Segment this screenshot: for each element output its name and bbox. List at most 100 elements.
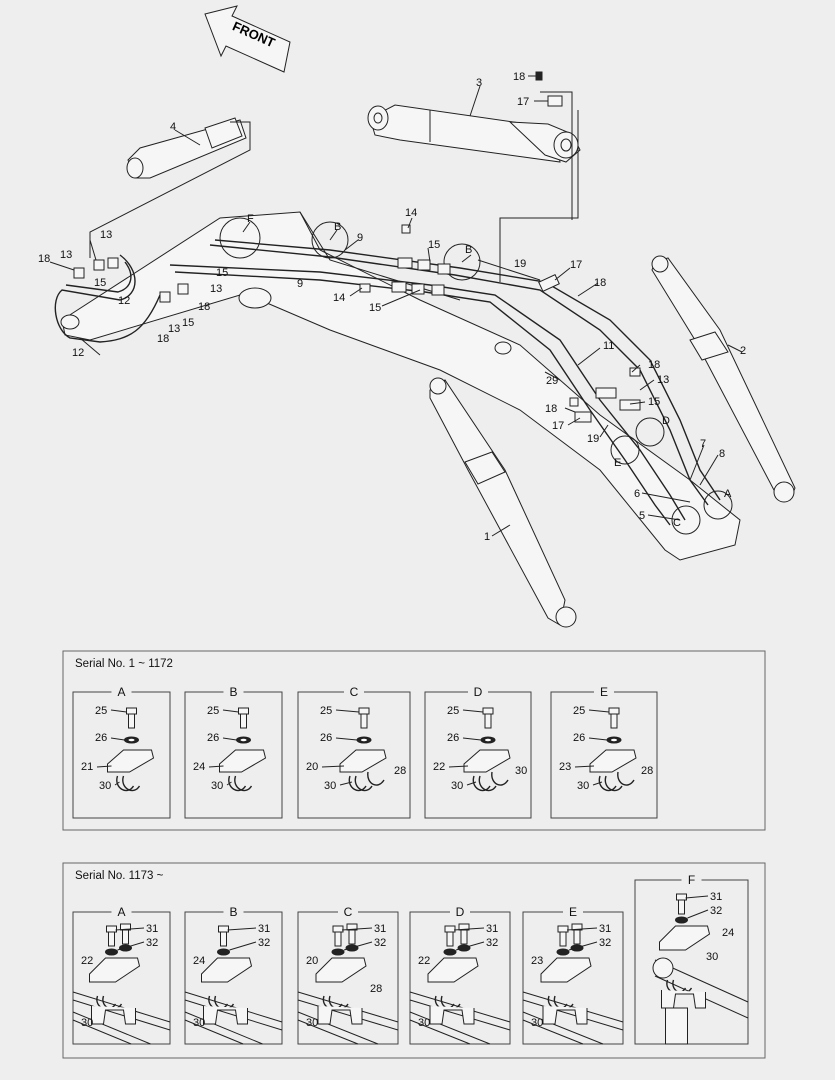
label-9a: 9: [357, 232, 363, 244]
label-E: E: [614, 457, 621, 469]
label-18f: 18: [648, 359, 660, 371]
detail-title: D: [456, 905, 465, 919]
label-bolt: 25: [447, 705, 459, 717]
label-15d: 15: [182, 317, 194, 329]
label-pipe: 30: [211, 780, 223, 792]
detail-title: B: [229, 685, 237, 699]
detail-title: C: [350, 685, 359, 699]
fittings: [73, 71, 641, 423]
label-bolt: 31: [146, 923, 158, 935]
detail-title: A: [117, 685, 125, 699]
label-bolt: 25: [573, 705, 585, 717]
label-washer: 26: [207, 732, 219, 744]
label-B2: B: [465, 244, 472, 256]
detail-title: F: [688, 873, 695, 887]
label-washer: 32: [710, 905, 722, 917]
label-3: 3: [476, 77, 482, 89]
detail-title: D: [474, 685, 483, 699]
label-29: 29: [546, 375, 558, 387]
label-4: 4: [170, 121, 176, 133]
label-pipe: 30: [451, 780, 463, 792]
label-extra: 30: [515, 765, 527, 777]
label-clamp: 20: [306, 761, 318, 773]
leader-lines: [49, 75, 743, 537]
label-18a: 18: [513, 71, 525, 83]
label-pipe: 30: [81, 1017, 93, 1029]
label-pipe: 30: [706, 951, 718, 963]
label-pipe: 30: [193, 1017, 205, 1029]
label-washer: 26: [95, 732, 107, 744]
label-washer: 26: [320, 732, 332, 744]
label-bolt: 31: [599, 923, 611, 935]
label-19a: 19: [514, 258, 526, 270]
detail-c-p1: C 25 26 20 30 28: [297, 685, 411, 819]
front-arrow: FRONT: [204, 5, 291, 73]
label-bolt: 25: [95, 705, 107, 717]
label-washer: 26: [447, 732, 459, 744]
label-clamp: 24: [193, 955, 205, 967]
label-13d: 13: [168, 323, 180, 335]
label-D: D: [662, 415, 670, 427]
detail-title: B: [229, 905, 237, 919]
label-clamp: 20: [306, 955, 318, 967]
label-bolt: 31: [374, 923, 386, 935]
label-13c: 13: [210, 283, 222, 295]
label-bolt: 25: [320, 705, 332, 717]
cylinder-1: [429, 377, 577, 628]
label-17a: 17: [517, 96, 529, 108]
label-13a: 13: [60, 249, 72, 261]
label-15a: 15: [428, 239, 440, 251]
label-clamp: 22: [418, 955, 430, 967]
label-15e: 15: [369, 302, 381, 314]
label-clamp: 23: [531, 955, 543, 967]
label-washer: 32: [374, 937, 386, 949]
cylinder-2: [651, 255, 796, 503]
label-14b: 14: [333, 292, 345, 304]
hose-lines: [169, 239, 721, 526]
label-17c: 17: [552, 420, 564, 432]
label-extra: 28: [641, 765, 653, 777]
detail-title: E: [569, 905, 577, 919]
label-18b: 18: [38, 253, 50, 265]
detail-circles: [219, 217, 733, 535]
label-washer: 32: [146, 937, 158, 949]
detail-title: C: [344, 905, 353, 919]
label-B1: B: [334, 221, 341, 233]
label-11: 11: [603, 340, 614, 352]
panel2-title: Serial No. 1173 ~: [75, 870, 164, 882]
label-2: 2: [740, 345, 746, 357]
label-F: F: [247, 213, 254, 225]
label-pipe: 30: [99, 780, 111, 792]
label-12a: 12: [118, 295, 130, 307]
label-clamp: 24: [193, 761, 205, 773]
label-pipe: 30: [418, 1017, 430, 1029]
label-15b: 15: [94, 277, 106, 289]
label-19b: 19: [587, 433, 599, 445]
label-extra: 28: [370, 983, 382, 995]
label-washer: 26: [573, 732, 585, 744]
label-pipe: 30: [531, 1017, 543, 1029]
label-pipe: 30: [324, 780, 336, 792]
label-15f: 15: [648, 396, 660, 408]
label-bolt: 31: [710, 891, 722, 903]
label-extra: 28: [394, 765, 406, 777]
label-clamp: 22: [81, 955, 93, 967]
label-12b: 12: [72, 347, 84, 359]
hose-12: [54, 254, 161, 356]
label-7: 7: [700, 438, 706, 450]
detail-title: E: [600, 685, 608, 699]
label-clamp: 23: [559, 761, 571, 773]
label-18d: 18: [157, 333, 169, 345]
label-A: A: [724, 488, 732, 500]
label-6: 6: [634, 488, 640, 500]
label-bolt: 31: [258, 923, 270, 935]
